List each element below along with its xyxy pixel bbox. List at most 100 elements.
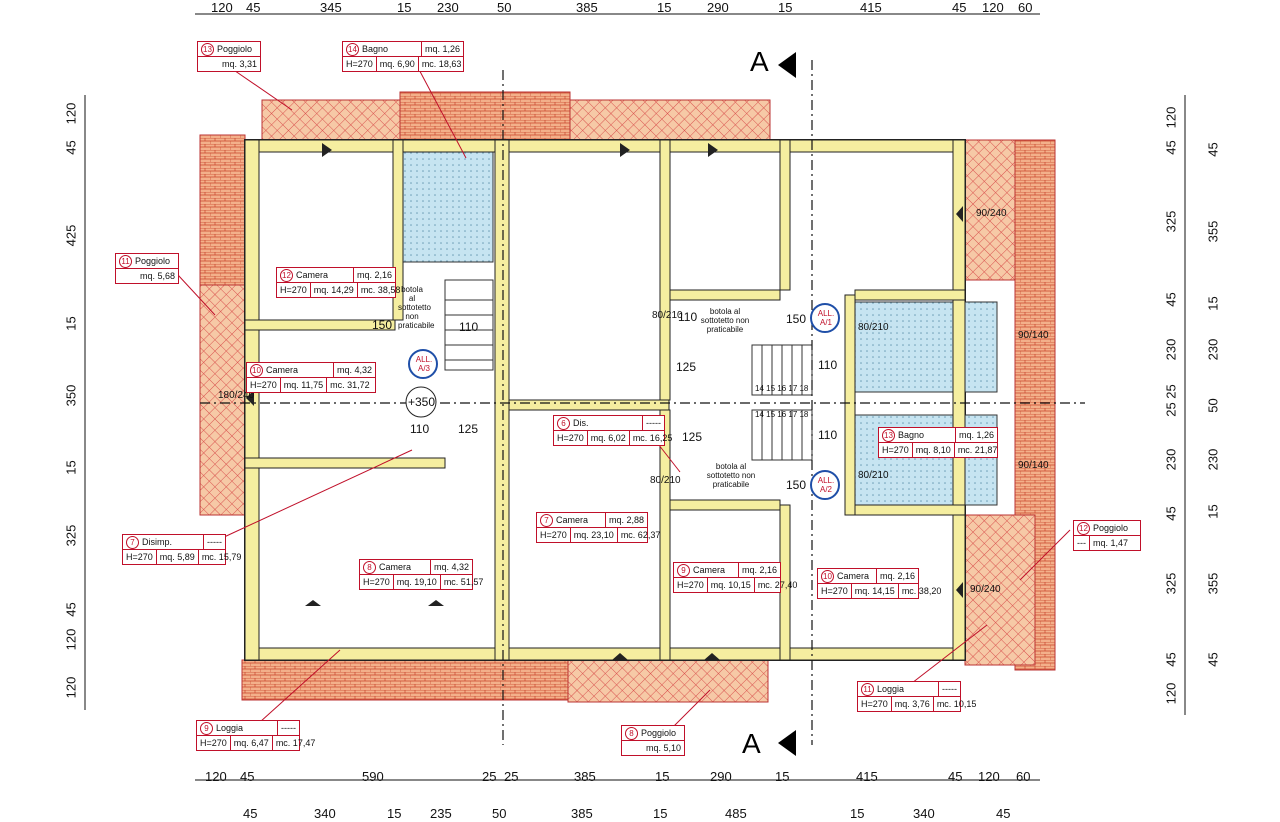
dim: 120 [1163, 682, 1179, 705]
dim: 15 [1205, 504, 1221, 519]
dim: 45 [63, 602, 79, 617]
room-area: mq. 11,75 [281, 378, 328, 392]
dim: 45 [240, 769, 255, 784]
room-area: mq. 14,29 [311, 283, 358, 297]
balcony-bottom-brick [241, 659, 571, 701]
dim: 15 [397, 0, 412, 15]
room-number: 9 [200, 721, 213, 735]
all-a1-label: ALL. A/1 [817, 309, 835, 327]
room-name: Disimp. [142, 537, 173, 547]
dim-label: 150 [786, 478, 807, 492]
all-a3-marker [408, 349, 438, 379]
room-name: Camera [296, 270, 329, 280]
room-height: H=270 [123, 550, 157, 564]
room-area: mq. 10,15 [708, 578, 755, 592]
room-area: mq. 14,15 [852, 584, 899, 598]
dim: 230 [1163, 338, 1179, 361]
door-label: 80/210 [650, 475, 681, 486]
dim-label: 125 [682, 430, 703, 444]
room-mq: ----- [281, 723, 296, 733]
room-number: 13 [882, 428, 895, 442]
dim: 355 [1205, 220, 1221, 243]
room-height: H=270 [343, 57, 377, 71]
room-mq: ----- [646, 418, 661, 428]
room-name: Camera [693, 565, 726, 575]
dim: 325 [1163, 210, 1179, 233]
room-name: Camera [266, 365, 299, 375]
dim: 425 [63, 224, 79, 247]
room-mq: ----- [942, 684, 957, 694]
room-volume: mc. 15,79 [201, 552, 242, 562]
dim: 350 [63, 384, 79, 407]
section-label-top: A [750, 46, 769, 77]
dim: 45 [1205, 142, 1221, 157]
dim: 230 [1163, 448, 1179, 471]
room-volume: mc. 51,57 [443, 577, 484, 587]
dim: 45 [243, 806, 258, 821]
dim: 45 [952, 0, 967, 15]
door-label: 80/210 [858, 470, 889, 481]
dim: 230 [1205, 338, 1221, 361]
all-a2-marker [810, 470, 840, 500]
room-volume: mc. 16,25 [632, 433, 673, 443]
dim: 120 [211, 0, 233, 15]
room-height: H=270 [858, 697, 892, 711]
dim-label: 125 [676, 360, 697, 374]
dim: 15 [1205, 296, 1221, 311]
balcony-top-left [261, 99, 401, 141]
dim: 120 [978, 769, 1000, 784]
dim: 120 [982, 0, 1004, 15]
dim: 15 [775, 769, 790, 784]
dim: 415 [860, 0, 882, 15]
room-number: 12 [280, 268, 293, 282]
room-number: 6 [557, 416, 570, 430]
dim: 45 [1163, 652, 1179, 667]
dim: 290 [707, 0, 729, 15]
stair-steps: 14 15 16 17 18 [755, 384, 809, 393]
dim: 25 [504, 769, 519, 784]
dim: 120 [1163, 106, 1179, 129]
room-name: Camera [556, 515, 589, 525]
room-name: Loggia [877, 684, 905, 694]
dim: 15 [850, 806, 865, 821]
room-volume: mc. 31,72 [330, 380, 370, 390]
dim: 25 [482, 769, 497, 784]
dim: 50 [497, 0, 512, 15]
dim: 60 [1016, 769, 1031, 784]
room-height: H=270 [818, 584, 852, 598]
dim: 355 [1205, 572, 1221, 595]
room-number: 7 [540, 513, 553, 527]
dim-label: 150 [372, 318, 393, 332]
room-height: H=270 [554, 431, 588, 445]
room-number: 14 [346, 42, 359, 56]
dim: 45 [63, 140, 79, 155]
dim: 15 [387, 806, 402, 821]
room-name: Poggiolo [1093, 523, 1129, 533]
room-empty: --- [1074, 536, 1090, 550]
balcony-top-center [399, 91, 571, 141]
room-height: H=270 [277, 283, 311, 297]
room-number: 9 [677, 563, 690, 577]
balcony-bottom-center [567, 659, 769, 703]
room-name: Bagno [362, 44, 389, 54]
dim: 235 [430, 806, 452, 821]
room-height: H=270 [879, 443, 913, 457]
dim-label: 125 [458, 422, 479, 436]
room-number: 8 [625, 726, 638, 740]
bath-top-left [402, 151, 494, 263]
room-mq: mq. 2,16 [356, 270, 392, 280]
room-mq: mq. 2,88 [608, 515, 644, 525]
dim: 340 [913, 806, 935, 821]
balcony-right-hatch-bottom [964, 514, 1036, 666]
window-label: 90/240 [970, 584, 1001, 595]
window-label: 90/140 [1018, 330, 1049, 341]
dim: 45 [996, 806, 1011, 821]
room-area: mq. 3,31 [221, 59, 257, 69]
room-mq: mq. 2,16 [879, 571, 915, 581]
room-height: H=270 [247, 378, 281, 392]
botola-note: botola al sottotetto non praticabile [700, 307, 750, 334]
room-mq: mq. 4,32 [336, 365, 372, 375]
